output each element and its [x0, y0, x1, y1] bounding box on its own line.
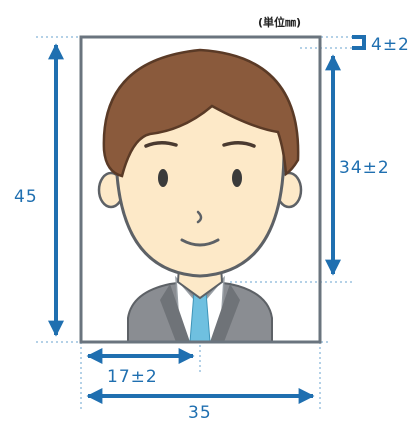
height-label: 45	[14, 187, 38, 207]
lapel-left	[160, 284, 190, 342]
top-margin-bracket	[352, 35, 366, 50]
nose	[196, 210, 203, 224]
eyebrow-left	[144, 141, 178, 148]
mouth	[180, 238, 220, 247]
person-portrait-icon	[97, 48, 303, 343]
hair	[102, 48, 300, 178]
face-height-label: 34±2	[339, 158, 390, 178]
photo-frame	[79, 35, 322, 344]
top-margin-label: 4±2	[371, 35, 410, 55]
lapel-right	[210, 284, 240, 342]
eyebrow-right	[222, 141, 256, 148]
tie	[189, 291, 211, 343]
width-label: 35	[188, 403, 212, 421]
eye-left	[158, 169, 168, 187]
center-offset-label: 17±2	[107, 367, 158, 387]
dimension-arrows	[48, 43, 341, 404]
unit-label: (単位㎜)	[258, 15, 301, 29]
eye-right	[232, 169, 242, 187]
